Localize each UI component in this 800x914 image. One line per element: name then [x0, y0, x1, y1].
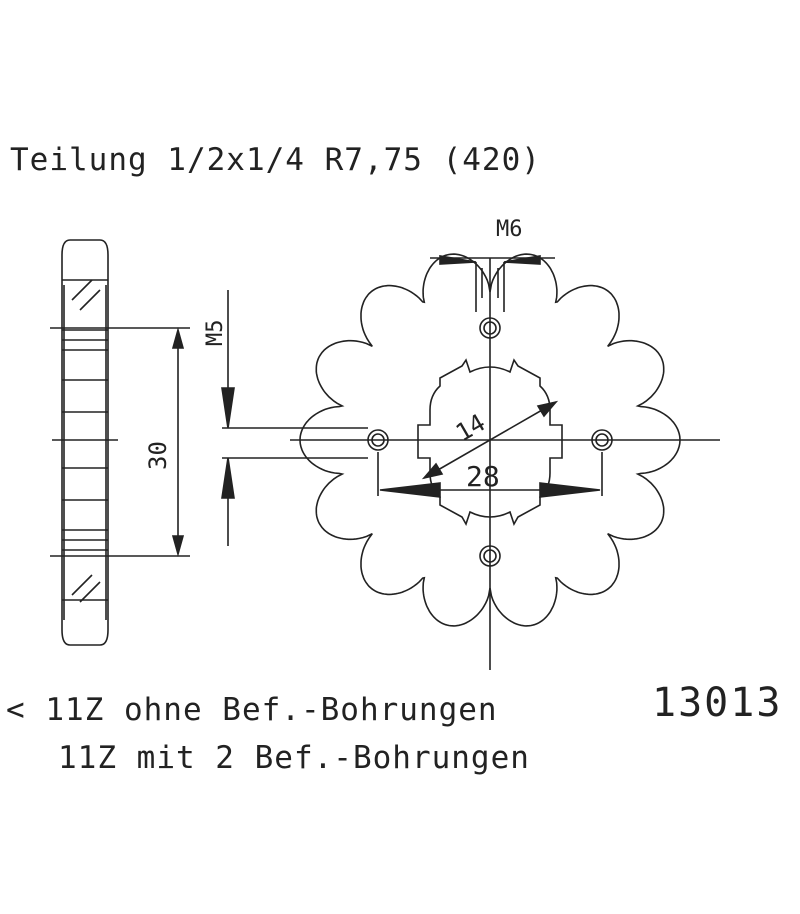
- label-28: 28: [466, 460, 500, 493]
- label-30: 30: [144, 441, 172, 470]
- mounting-holes: [367, 317, 613, 567]
- note-line-1: < 11Z ohne Bef.-Bohrungen: [6, 692, 498, 728]
- part-number: 13013: [652, 680, 783, 726]
- label-m5: M5: [203, 320, 228, 347]
- dimension-28: [377, 452, 603, 498]
- hub-spline: [417, 358, 563, 526]
- side-profile-lines: [52, 279, 118, 620]
- label-14: 14: [451, 408, 490, 447]
- dimension-14: [421, 400, 559, 480]
- note-line-2: 11Z mit 2 Bef.-Bohrungen: [58, 740, 530, 776]
- label-m6: M6: [496, 217, 523, 242]
- side-profile: [61, 239, 109, 646]
- drawing-title: Teilung 1/2x1/4 R7,75 (420): [10, 142, 541, 178]
- dimension-m6: [439, 255, 541, 312]
- dimension-30: [50, 327, 190, 557]
- dimension-m5: [221, 290, 368, 546]
- center-lines: [290, 257, 720, 670]
